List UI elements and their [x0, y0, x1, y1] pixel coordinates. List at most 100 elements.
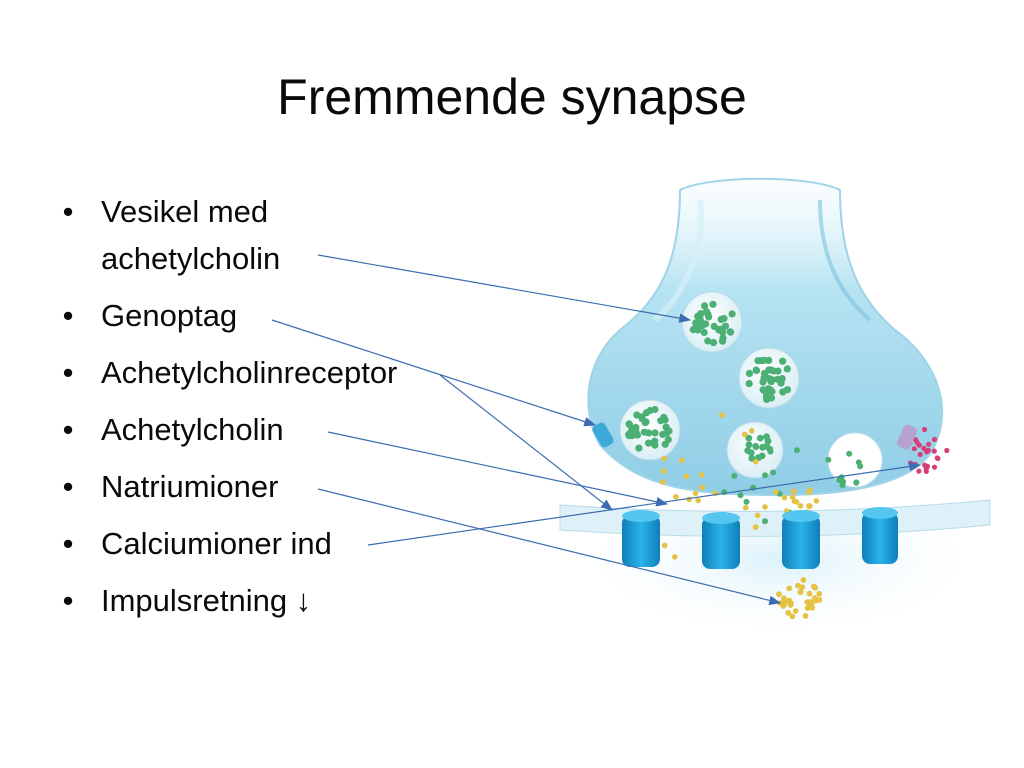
- molecule-dot: [806, 489, 812, 496]
- molecule-dot: [911, 446, 917, 452]
- molecule-dot: [779, 357, 787, 365]
- molecule-dot: [931, 464, 938, 470]
- molecule-dot: [625, 430, 633, 439]
- molecule-dot: [728, 310, 736, 318]
- bullet-dot: •: [62, 298, 74, 333]
- arrow-acetylcholin: [327, 431, 669, 507]
- bullet-impulsretning-text: Impulsretning ↓: [101, 583, 312, 618]
- molecule-dot: [765, 375, 773, 383]
- molecule-dot: [744, 447, 752, 454]
- molecule-dot: [662, 423, 670, 431]
- bullet-natriumioner: • Natriumioner: [58, 463, 478, 510]
- receptor-4: [862, 507, 898, 564]
- arrow-genoptag: [271, 319, 597, 427]
- molecule-dot: [748, 454, 756, 462]
- molecule-dot: [759, 443, 766, 451]
- bullet-natriumioner-text: Natriumioner: [101, 469, 279, 504]
- arrow-calciumioner: [367, 461, 922, 546]
- molecule-dot: [742, 504, 749, 511]
- molecule-dot: [917, 451, 923, 458]
- molecule-dot: [660, 468, 667, 474]
- molecule-dot: [839, 482, 846, 489]
- molecule-dot: [846, 450, 853, 457]
- axon-shadow: [818, 199, 872, 322]
- bullet-calciumioner: • Calciumioner ind: [58, 520, 478, 567]
- molecule-dot: [790, 488, 797, 495]
- molecule-dot: [925, 447, 931, 453]
- molecule-dot: [646, 406, 654, 415]
- molecule-dot: [808, 604, 815, 610]
- molecule-dot: [700, 328, 708, 336]
- molecule-dot: [743, 498, 750, 505]
- molecule-dot: [625, 420, 633, 428]
- molecule-dot: [812, 584, 819, 591]
- bullet-dot: •: [62, 469, 74, 504]
- molecule-dot: [759, 378, 767, 386]
- bullet-dot: •: [62, 583, 74, 618]
- molecule-dot: [797, 503, 804, 509]
- molecule-dot: [694, 322, 702, 330]
- molecule-dot: [944, 447, 950, 454]
- bullet-receptor-text: Achetylcholinreceptor: [101, 355, 398, 390]
- receptor-3-open: [782, 510, 820, 569]
- molecule-dot: [781, 494, 788, 501]
- molecule-dot: [754, 512, 761, 519]
- molecule-dot: [709, 339, 718, 347]
- bullet-dot: •: [62, 355, 74, 390]
- molecule-dot: [762, 472, 768, 479]
- molecule-dot: [752, 524, 759, 530]
- molecule-dot: [777, 379, 785, 387]
- bullet-acetylcholin-text: Achetylcholin: [101, 412, 284, 447]
- molecule-dot: [802, 613, 809, 619]
- molecule-dot: [651, 429, 659, 437]
- slide-title: Fremmende synapse: [277, 69, 747, 125]
- molecule-dot: [921, 426, 928, 433]
- molecule-dot: [741, 431, 748, 438]
- molecule-dot: [767, 448, 774, 455]
- molecule-dot: [787, 602, 794, 608]
- molecule-dot: [853, 479, 860, 486]
- molecule-dot: [752, 366, 760, 374]
- molecule-dot: [795, 582, 801, 589]
- molecule-dot: [660, 413, 668, 421]
- bullet-impulsretning: • Impulsretning ↓: [58, 577, 478, 624]
- molecule-dot: [792, 608, 799, 614]
- molecule-dot: [659, 430, 667, 438]
- molecule-dot: [721, 322, 730, 330]
- arrow-natriumioner: [317, 488, 782, 606]
- molecule-dot: [727, 328, 735, 336]
- molecule-dot: [806, 590, 813, 597]
- arrow-receptor: [439, 374, 613, 511]
- molecule-dot: [767, 366, 775, 374]
- molecule-dot: [720, 314, 728, 323]
- molecule-dot: [916, 442, 922, 448]
- molecule-dot: [661, 542, 668, 549]
- molecule-dot: [754, 357, 762, 365]
- molecule-dot: [731, 472, 738, 479]
- acetylcholin-molecules: [625, 300, 864, 525]
- molecule-dot: [715, 326, 723, 334]
- molecule-dot: [780, 603, 787, 609]
- molecule-dot: [697, 310, 705, 318]
- arrow-vesikel: [317, 254, 692, 323]
- molecule-dot: [719, 412, 725, 418]
- molecule-dot: [748, 428, 755, 434]
- molecule-dot: [745, 369, 754, 377]
- molecule-dot: [786, 585, 793, 592]
- molecule-dot: [806, 503, 812, 509]
- molecule-dot: [791, 498, 798, 504]
- molecule-dot: [760, 369, 769, 378]
- molecule-dot: [816, 590, 823, 597]
- vesicle-4-fusing: [726, 421, 784, 479]
- molecule-dot: [793, 447, 800, 454]
- molecule-dot: [760, 356, 768, 364]
- molecule-dot: [642, 418, 650, 426]
- molecule-dot: [767, 394, 776, 402]
- molecule-dot: [762, 504, 768, 510]
- bullet-genoptag: • Genoptag: [58, 292, 478, 339]
- molecule-dot: [753, 444, 760, 451]
- molecule-dot: [679, 457, 685, 464]
- molecule-dot: [673, 494, 679, 500]
- bullet-vesikel-line1: Vesikel med: [101, 194, 269, 229]
